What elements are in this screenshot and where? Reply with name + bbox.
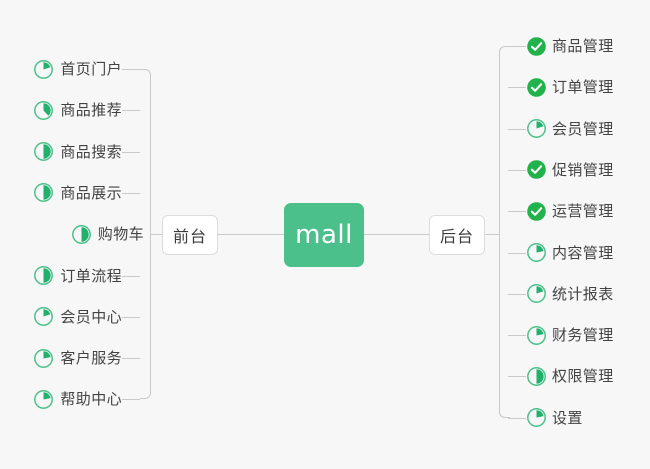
leaf-connector: [122, 399, 140, 401]
check-circle-icon: [526, 36, 547, 57]
leaf-item-label: 运营管理: [552, 202, 614, 221]
leaf-connector: [122, 275, 140, 277]
leaf-item[interactable]: 促销管理: [526, 157, 614, 183]
leaf-item-label: 购物车: [97, 225, 144, 244]
branch-spine-left: [140, 69, 151, 400]
leaf-connector: [508, 335, 526, 337]
connector-root-to-frontend: [218, 234, 284, 235]
branch-backend: 商品管理订单管理会员管理促销管理运营管理内容管理统计报表财务管理权限管理设置: [508, 0, 650, 469]
branch-spine-right: [499, 46, 510, 418]
leaf-connector: [508, 87, 526, 89]
leaf-connector: [508, 293, 526, 295]
node-frontend-label: 前台: [172, 227, 207, 246]
leaf-connector: [122, 69, 140, 70]
leaf-item-label: 帮助中心: [60, 390, 122, 409]
pie-progress-icon: [526, 118, 547, 139]
leaf-item[interactable]: 订单流程: [33, 263, 122, 289]
leaf-item-label: 设置: [552, 408, 583, 427]
leaf-item[interactable]: 会员中心: [33, 304, 122, 330]
check-circle-icon: [526, 159, 547, 180]
node-frontend[interactable]: 前台: [162, 215, 218, 255]
pie-progress-icon: [526, 325, 547, 346]
leaf-item-label: 会员管理: [552, 119, 614, 138]
leaf-connector: [122, 151, 140, 153]
node-backend-label: 后台: [439, 227, 474, 246]
leaf-item[interactable]: 商品推荐: [33, 97, 122, 123]
leaf-item[interactable]: 商品搜索: [33, 139, 122, 165]
leaf-item[interactable]: 商品展示: [33, 180, 122, 206]
leaf-connector: [508, 417, 526, 419]
node-root-label: mall: [295, 220, 353, 250]
leaf-item[interactable]: 首页门户: [33, 56, 122, 82]
branch-frontend: 首页门户商品推荐商品搜索商品展示购物车订单流程会员中心客户服务帮助中心: [0, 0, 190, 469]
pie-progress-icon: [526, 407, 547, 428]
leaf-connector: [508, 376, 526, 378]
leaf-connector: [122, 316, 140, 318]
leaf-item-label: 订单管理: [552, 78, 614, 97]
leaf-item-label: 首页门户: [60, 60, 122, 78]
leaf-item[interactable]: 购物车: [71, 221, 144, 247]
pie-progress-icon: [33, 182, 54, 203]
leaf-connector: [122, 110, 140, 112]
pie-progress-icon: [33, 59, 54, 80]
connector-frontend-to-node: [151, 234, 162, 235]
leaf-item-label: 权限管理: [552, 367, 614, 386]
leaf-item[interactable]: 设置: [526, 405, 583, 431]
pie-progress-icon: [33, 348, 54, 369]
leaf-item-label: 商品搜索: [60, 142, 122, 161]
leaf-item[interactable]: 内容管理: [526, 240, 614, 266]
leaf-item-label: 内容管理: [552, 243, 614, 262]
leaf-connector: [508, 169, 526, 171]
leaf-connector: [508, 46, 526, 47]
leaf-connector: [508, 211, 526, 213]
check-circle-icon: [526, 77, 547, 98]
leaf-item-label: 会员中心: [60, 307, 122, 326]
pie-progress-icon: [33, 389, 54, 410]
pie-progress-icon: [33, 265, 54, 286]
check-circle-icon: [526, 201, 547, 222]
leaf-item[interactable]: 帮助中心: [33, 386, 122, 412]
node-root-mall[interactable]: mall: [284, 203, 364, 267]
leaf-item-label: 财务管理: [552, 326, 614, 345]
leaf-item[interactable]: 订单管理: [526, 74, 614, 100]
leaf-item[interactable]: 统计报表: [526, 281, 614, 307]
pie-progress-icon: [71, 224, 92, 245]
pie-progress-icon: [33, 100, 54, 121]
leaf-item[interactable]: 权限管理: [526, 363, 614, 389]
pie-progress-icon: [526, 283, 547, 304]
leaf-item-label: 统计报表: [552, 284, 614, 303]
pie-progress-icon: [526, 366, 547, 387]
connector-root-to-backend: [364, 234, 429, 235]
leaf-item-label: 客户服务: [60, 349, 122, 368]
pie-progress-icon: [33, 306, 54, 327]
leaf-item-label: 订单流程: [60, 266, 122, 285]
connector-backend-to-node: [485, 234, 499, 235]
leaf-item[interactable]: 客户服务: [33, 345, 122, 371]
leaf-item-label: 商品管理: [552, 37, 614, 55]
leaf-item[interactable]: 财务管理: [526, 322, 614, 348]
leaf-connector: [508, 128, 526, 130]
leaf-item[interactable]: 运营管理: [526, 198, 614, 224]
leaf-item[interactable]: 会员管理: [526, 116, 614, 142]
leaf-connector: [122, 358, 140, 360]
leaf-item-label: 商品展示: [60, 183, 122, 202]
leaf-item-label: 商品推荐: [60, 101, 122, 120]
leaf-connector: [508, 252, 526, 254]
pie-progress-icon: [33, 141, 54, 162]
leaf-item[interactable]: 商品管理: [526, 33, 614, 59]
leaf-item-label: 促销管理: [552, 160, 614, 179]
leaf-connector: [122, 192, 140, 194]
pie-progress-icon: [526, 242, 547, 263]
node-backend[interactable]: 后台: [429, 215, 485, 255]
